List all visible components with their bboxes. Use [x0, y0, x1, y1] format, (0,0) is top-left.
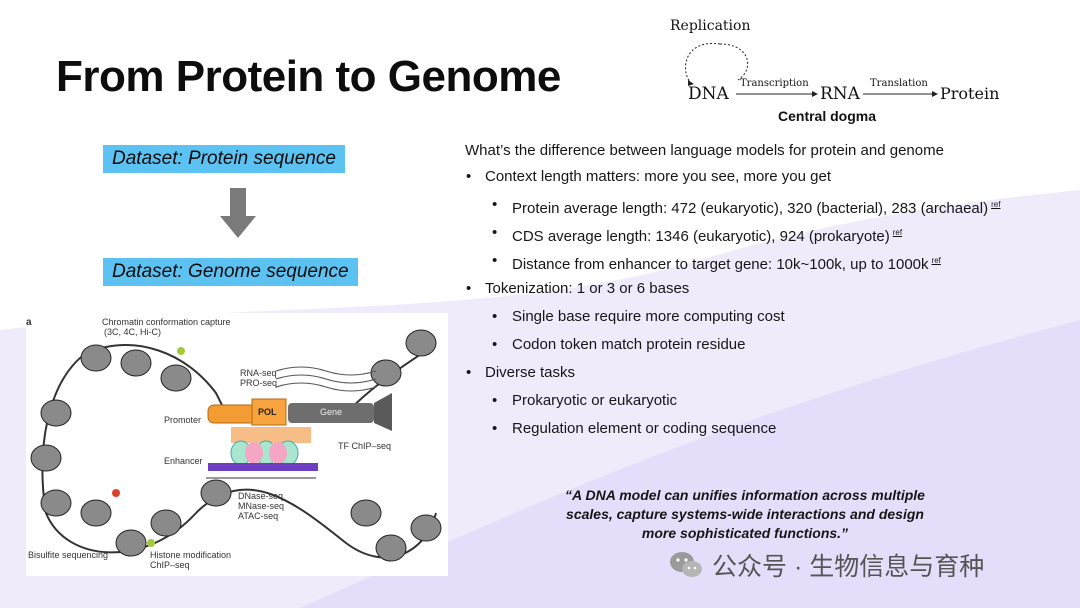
promoter-label: Promoter	[164, 415, 202, 425]
dna-label: DNA	[688, 84, 729, 104]
chromatin-capture-label: Chromatin conformation capture	[102, 317, 231, 327]
dnase-seq-label: DNase-seq	[238, 491, 284, 501]
mnase-seq-label: MNase-seq	[238, 501, 285, 511]
enhancer-label: Enhancer	[164, 456, 203, 466]
list-item: Distance from enhancer to target gene: 1…	[465, 252, 1065, 280]
chip-seq-label: ChIP–seq	[150, 560, 190, 570]
quote-line: scales, capture systems-wide interaction…	[566, 506, 924, 522]
chromatin-methods-label: (3C, 4C, Hi-C)	[104, 327, 162, 337]
bullet-list: Context length matters: more you see, mo…	[465, 168, 1065, 448]
list-item: Context length matters: more you see, mo…	[465, 168, 1065, 196]
protein-label: Protein	[940, 84, 1000, 103]
wechat-icon	[670, 552, 702, 577]
central-dogma-caption: Central dogma	[778, 108, 877, 124]
pol-label: POL	[258, 407, 277, 417]
list-item: Regulation element or coding sequence	[465, 420, 1065, 448]
list-item: Diverse tasks	[465, 364, 1065, 392]
gene-label: Gene	[320, 407, 343, 417]
ref-link[interactable]: ref	[892, 228, 903, 237]
bullets-intro: What’s the difference between language m…	[465, 142, 944, 159]
list-item: Codon token match protein residue	[465, 336, 1065, 364]
slide-title: From Protein to Genome	[56, 52, 561, 101]
pro-seq-label: PRO-seq	[240, 378, 278, 388]
figure-panel-label: a	[26, 317, 32, 328]
central-dogma-diagram: Replication Transcription Translation DN…	[660, 14, 1020, 126]
replication-label: Replication	[670, 18, 751, 34]
genomic-assays-figure: a Chromatin conformation capture (3C, 4C…	[26, 313, 448, 576]
quote-line: more sophisticated functions.”	[641, 525, 849, 541]
list-item: CDS average length: 1346 (eukaryotic), 9…	[465, 224, 1065, 252]
list-item: Prokaryotic or eukaryotic	[465, 392, 1065, 420]
histone-modification-label: Histone modification	[150, 550, 232, 560]
translation-label: Translation	[870, 78, 928, 89]
rna-seq-label: RNA-seq	[240, 368, 277, 378]
ref-link[interactable]: ref	[991, 200, 1001, 209]
quote-block: “A DNA model can unifies information acr…	[520, 486, 970, 543]
bisulfite-sequencing-label: Bisulfite sequencing	[28, 550, 109, 560]
dataset-protein-label: Dataset: Protein sequence	[103, 145, 345, 173]
chromatin-loop-illustration	[30, 329, 442, 562]
dataset-genome-label: Dataset: Genome sequence	[103, 258, 358, 286]
transcription-label: Transcription	[740, 78, 809, 89]
central-dogma-arrows	[684, 42, 938, 97]
list-item: Single base require more computing cost	[465, 308, 1065, 336]
down-arrow-icon	[220, 188, 256, 238]
atac-seq-label: ATAC-seq	[238, 511, 279, 521]
tf-chip-seq-label: TF ChIP–seq	[338, 441, 392, 451]
content-bullets: What’s the difference between language m…	[465, 142, 1065, 448]
quote-line: “A DNA model can unifies information acr…	[565, 487, 925, 503]
list-item: Tokenization: 1 or 3 or 6 bases	[465, 280, 1065, 308]
rna-label: RNA	[820, 84, 860, 104]
watermark-text: 公众号 · 生物信息与育种	[712, 553, 985, 581]
list-item: Protein average length: 472 (eukaryotic)…	[465, 196, 1065, 224]
ref-link[interactable]: ref	[931, 256, 941, 265]
watermark: 公众号 · 生物信息与育种	[668, 547, 984, 583]
